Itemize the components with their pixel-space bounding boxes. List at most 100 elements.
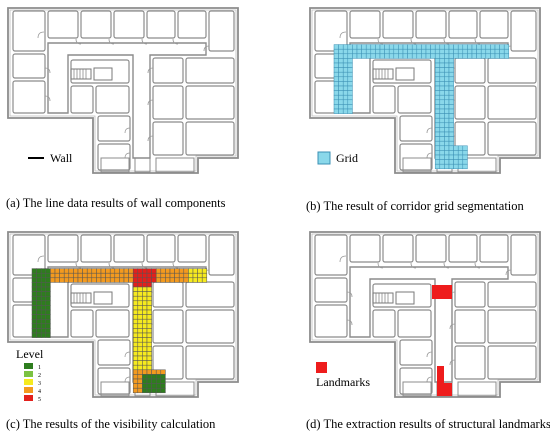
- grid-cell: [444, 94, 450, 101]
- visibility-cell: [40, 300, 47, 306]
- level-label-3: 3: [38, 381, 41, 387]
- grid-cell: [411, 53, 418, 59]
- grid-cell: [448, 159, 454, 165]
- visibility-cell: [146, 277, 152, 283]
- grid-cell: [467, 53, 473, 59]
- visibility-cell: [197, 272, 203, 279]
- visibility-cell: [160, 374, 166, 380]
- grid-cell: [430, 48, 436, 55]
- grid-cell: [434, 71, 441, 78]
- visibility-cell: [31, 282, 37, 288]
- visibility-cell: [82, 272, 88, 279]
- visibility-cell: [36, 282, 42, 288]
- grid-cell: [333, 53, 339, 59]
- grid-cell: [338, 44, 344, 50]
- visibility-cell: [137, 323, 143, 329]
- grid-cell: [333, 81, 339, 87]
- visibility-cell: [151, 272, 157, 279]
- grid-cell: [434, 163, 441, 170]
- grid-cell: [338, 62, 344, 68]
- grid-cell: [462, 150, 468, 156]
- visibility-cell: [45, 277, 51, 283]
- grid-cell: [503, 48, 510, 55]
- visibility-cell: [91, 277, 97, 283]
- visibility-cell: [142, 282, 148, 288]
- visibility-cell: [45, 291, 51, 297]
- grid-cell: [370, 53, 376, 59]
- grid-cell: [448, 90, 454, 96]
- grid-cell: [384, 48, 390, 55]
- grid-cell: [457, 44, 464, 50]
- visibility-cell: [54, 272, 60, 279]
- visibility-cell: [45, 318, 51, 325]
- visibility-cell: [31, 268, 37, 274]
- grid-cell: [393, 53, 399, 59]
- grid-cell: [407, 53, 413, 59]
- visibility-cell: [146, 383, 152, 389]
- visibility-cell: [155, 387, 162, 394]
- grid-cell: [485, 53, 491, 59]
- visibility-cell: [77, 277, 83, 283]
- grid-cell: [453, 154, 459, 160]
- grid-cell: [439, 85, 445, 91]
- grid-cell: [494, 44, 500, 50]
- grid-cell: [347, 99, 353, 105]
- visibility-cell: [40, 314, 47, 320]
- grid-cell: [375, 44, 381, 50]
- grid-cell: [338, 58, 344, 64]
- visibility-cell: [160, 272, 166, 279]
- grid-cell: [338, 48, 344, 55]
- grid-cell: [342, 76, 349, 82]
- grid-cell: [444, 117, 450, 124]
- visibility-cell: [128, 268, 134, 274]
- visibility-cell: [91, 272, 97, 279]
- grid-cell: [471, 53, 477, 59]
- grid-cell: [370, 48, 376, 55]
- grid-cell: [457, 159, 464, 165]
- grid-cell: [490, 53, 496, 59]
- grid-cell: [434, 113, 441, 119]
- grid-cell: [444, 131, 450, 137]
- grid-cell: [444, 108, 450, 114]
- visibility-cell: [142, 332, 148, 338]
- grid-cell: [347, 90, 353, 96]
- grid-cell: [485, 48, 491, 55]
- visibility-cell: [114, 272, 120, 279]
- visibility-cell: [146, 374, 152, 380]
- visibility-cell: [142, 351, 148, 357]
- level-label-5: 5: [38, 397, 41, 403]
- grid-cell: [448, 145, 454, 151]
- visibility-cell: [151, 387, 157, 394]
- visibility-cell: [165, 277, 171, 283]
- grid-cell: [434, 58, 441, 64]
- visibility-cell: [146, 291, 152, 297]
- grid-legend-swatch: [317, 151, 331, 165]
- grid-cell: [457, 145, 464, 151]
- visibility-cell: [201, 268, 208, 274]
- grid-cell: [342, 90, 349, 96]
- visibility-cell: [142, 360, 148, 366]
- visibility-cell: [146, 341, 152, 348]
- visibility-cell: [137, 351, 143, 357]
- visibility-cell: [165, 272, 171, 279]
- visibility-cell: [40, 332, 47, 338]
- grid-cell: [448, 140, 454, 147]
- grid-cell: [402, 53, 408, 59]
- visibility-cell: [132, 351, 139, 357]
- visibility-cell: [151, 378, 157, 384]
- visibility-cell: [73, 272, 79, 279]
- visibility-cell: [31, 314, 37, 320]
- grid-cell: [480, 44, 487, 50]
- grid-cell: [499, 44, 505, 50]
- level-legend: 1 2 3 4 5: [24, 363, 41, 403]
- grid-cell: [434, 140, 441, 147]
- visibility-cell: [142, 369, 148, 375]
- grid-cell: [439, 131, 445, 137]
- visibility-cell: [100, 277, 106, 283]
- visibility-cell: [132, 318, 139, 325]
- grid-cell: [444, 140, 450, 147]
- visibility-cell: [132, 277, 139, 283]
- grid-cell: [457, 53, 464, 59]
- visibility-cell: [142, 383, 148, 389]
- grid-cell: [439, 48, 445, 55]
